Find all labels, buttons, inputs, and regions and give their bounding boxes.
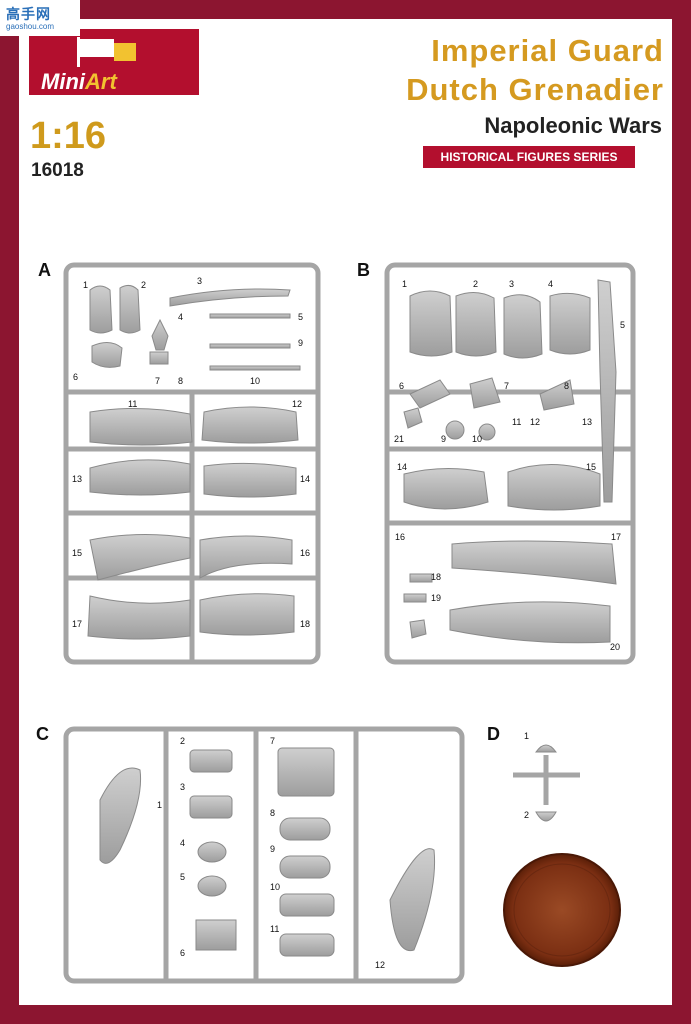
part-number-a-12: 12 xyxy=(292,399,302,409)
part-number-b-14: 14 xyxy=(397,462,407,472)
part-number-b-4: 4 xyxy=(548,279,553,289)
series-banner: HISTORICAL FIGURES SERIES xyxy=(423,146,635,168)
part-number-c-8: 8 xyxy=(270,808,275,818)
sprue-c xyxy=(63,726,465,984)
part-number-a-9: 9 xyxy=(298,338,303,348)
part-number-b-11: 11 xyxy=(512,417,521,427)
title-line-1: Imperial Guard xyxy=(431,33,664,68)
part-number-b-20: 20 xyxy=(610,642,620,652)
part-number-b-19: 19 xyxy=(431,593,441,603)
part-number-a-14: 14 xyxy=(300,474,310,484)
part-number-b-2: 2 xyxy=(473,279,478,289)
part-number-a-17: 17 xyxy=(72,619,82,629)
part-number-a-6: 6 xyxy=(73,372,78,382)
part-number-b-5: 5 xyxy=(620,320,625,330)
subtitle: Napoleonic Wars xyxy=(484,113,662,138)
part-number-c-12: 12 xyxy=(375,960,385,970)
part-number-b-9: 9 xyxy=(441,434,446,444)
part-number-c-10: 10 xyxy=(270,882,280,892)
sprue-d-parts xyxy=(535,744,557,822)
part-number-a-5: 5 xyxy=(298,312,303,322)
sprue-label-c: C xyxy=(36,724,49,744)
part-number-c-9: 9 xyxy=(270,844,275,854)
part-number-b-15: 15 xyxy=(586,462,596,472)
part-number-c-2: 2 xyxy=(180,736,185,746)
watermark-url: gaoshou.com xyxy=(6,22,55,31)
part-number-a-7: 7 xyxy=(155,376,160,386)
brand-wordmark: MiniArt xyxy=(41,69,117,95)
part-number-c-6: 6 xyxy=(180,948,185,958)
watermark-text: 高手网 xyxy=(6,6,51,22)
part-number-a-13: 13 xyxy=(72,474,82,484)
part-number-b-13: 13 xyxy=(582,417,592,427)
sprue-b-parts xyxy=(403,279,617,644)
part-number-c-11: 11 xyxy=(270,924,279,934)
brand-art: Art xyxy=(85,69,117,94)
part-number-c-3: 3 xyxy=(180,782,185,792)
part-number-a-2: 2 xyxy=(141,280,146,290)
watermark: 高手网 gaoshou.com xyxy=(0,0,80,36)
sprue-label-d: D xyxy=(487,724,500,744)
part-number-a-10: 10 xyxy=(250,376,260,386)
display-base xyxy=(503,853,621,967)
sprue-c-parts xyxy=(99,747,436,957)
part-number-c-1: 1 xyxy=(157,800,162,810)
scale-label: 1:16 xyxy=(30,115,107,157)
part-number-b-1: 1 xyxy=(402,279,407,289)
part-number-b-10: 10 xyxy=(472,434,482,444)
part-number-b-12: 12 xyxy=(530,417,540,427)
sprue-a xyxy=(63,262,321,665)
sprue-label-a: A xyxy=(38,260,51,280)
part-number-c-7: 7 xyxy=(270,736,275,746)
title-line-2: Dutch Grenadier xyxy=(406,72,664,107)
part-number-b-7: 7 xyxy=(504,381,509,391)
part-number-b-16: 16 xyxy=(395,532,405,542)
part-number-a-3: 3 xyxy=(197,276,202,286)
part-number-c-5: 5 xyxy=(180,872,185,882)
part-number-b-8: 8 xyxy=(564,381,569,391)
part-number-a-11: 11 xyxy=(128,399,137,409)
brand-mini: Mini xyxy=(41,69,85,94)
product-code: 16018 xyxy=(31,160,84,181)
sprue-label-b: B xyxy=(357,260,370,280)
brand-logo: MiniArt xyxy=(29,29,199,95)
part-number-b-17: 17 xyxy=(611,532,621,542)
part-number-a-4: 4 xyxy=(178,312,183,322)
part-number-b-6: 6 xyxy=(399,381,404,391)
part-number-b-18: 18 xyxy=(431,572,441,582)
part-number-b-21: 21 xyxy=(394,434,404,444)
sprue-a-parts xyxy=(87,284,301,640)
part-number-a-18: 18 xyxy=(300,619,310,629)
part-number-a-1: 1 xyxy=(83,280,88,290)
part-number-d-1: 1 xyxy=(524,731,529,741)
part-number-a-15: 15 xyxy=(72,548,82,558)
part-number-a-16: 16 xyxy=(300,548,310,558)
part-number-c-4: 4 xyxy=(180,838,185,848)
flag-icon xyxy=(77,37,136,67)
sprue-d xyxy=(513,755,580,805)
part-number-d-2: 2 xyxy=(524,810,529,820)
part-number-a-8: 8 xyxy=(178,376,183,386)
part-number-b-3: 3 xyxy=(509,279,514,289)
